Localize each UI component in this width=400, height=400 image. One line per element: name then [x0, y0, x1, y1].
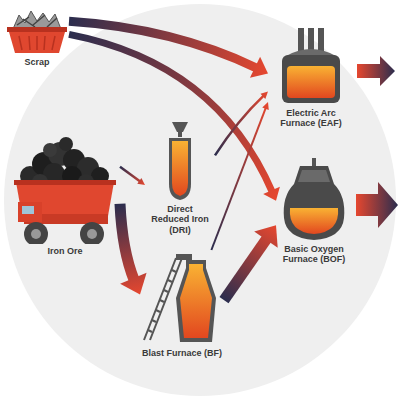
flow-arrow [211, 108, 265, 250]
arrow-head [250, 57, 268, 78]
node-label: Iron Ore [10, 246, 120, 259]
flow-arrow [224, 238, 267, 301]
background-circle [4, 4, 396, 396]
flow-arrow [120, 204, 134, 281]
process-node: Direct Reduced Iron (DRI) [145, 120, 215, 238]
node-illustration [276, 156, 352, 242]
node-label: Scrap [5, 57, 69, 70]
arrow-head [254, 225, 277, 248]
node-illustration [268, 26, 354, 106]
node-label: Electric Arc Furnace (EAF) [268, 108, 354, 132]
output-arrow [357, 56, 395, 86]
process-node: Scrap [5, 5, 69, 70]
process-node: Basic Oxygen Furnace (BOF) [276, 156, 352, 268]
output-arrow [356, 182, 398, 228]
node-illustration [140, 250, 224, 346]
node-label: Blast Furnace (BF) [140, 348, 224, 361]
arrow-head [262, 102, 269, 110]
arrow-head [261, 92, 268, 99]
process-node: Iron Ore [10, 136, 120, 259]
node-label: Basic Oxygen Furnace (BOF) [276, 244, 352, 268]
node-illustration [145, 120, 215, 202]
arrow-head [120, 273, 146, 295]
process-node: Electric Arc Furnace (EAF) [268, 26, 354, 132]
arrow-head [137, 178, 145, 185]
process-node: Blast Furnace (BF) [140, 250, 224, 361]
flow-arrow [120, 167, 140, 182]
arrow-head [263, 187, 280, 201]
node-illustration [5, 5, 69, 55]
flow-arrow [215, 96, 264, 156]
node-label: Direct Reduced Iron (DRI) [145, 204, 215, 238]
node-illustration [10, 136, 120, 244]
flow-arrow [69, 21, 257, 68]
